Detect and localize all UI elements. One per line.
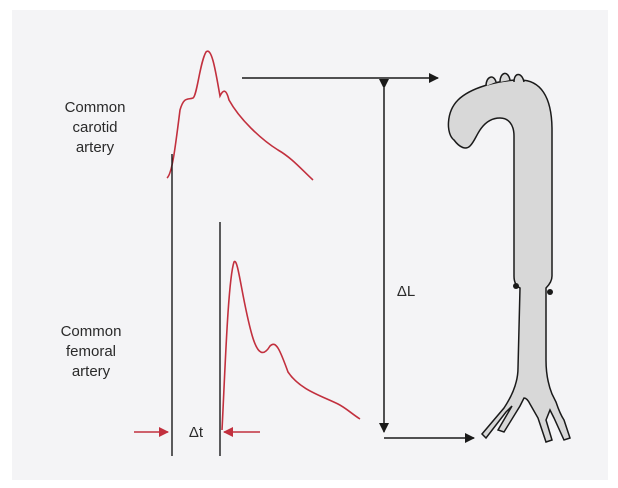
femoral-label-line-3: artery [46,362,136,382]
aorta-vessel [448,73,570,442]
femoral-label-line-1: Common [46,322,136,342]
carotid-label-line-1: Common [50,98,140,118]
aortic-arch [448,80,570,442]
femoral-label: Common femoral artery [46,322,136,382]
carotid-label-line-3: artery [50,138,140,158]
left-renal-nub [513,283,519,289]
femoral-label-line-2: femoral [46,342,136,362]
carotid-label: Common carotid artery [50,98,140,158]
right-renal-nub [547,289,553,295]
carotid-waveform [167,51,313,180]
carotid-label-line-2: carotid [50,118,140,138]
delta-t-label: Δt [189,424,204,441]
arch-branch-3 [514,75,524,83]
femoral-waveform [222,261,360,430]
delta-l-label: ΔL [397,283,415,300]
